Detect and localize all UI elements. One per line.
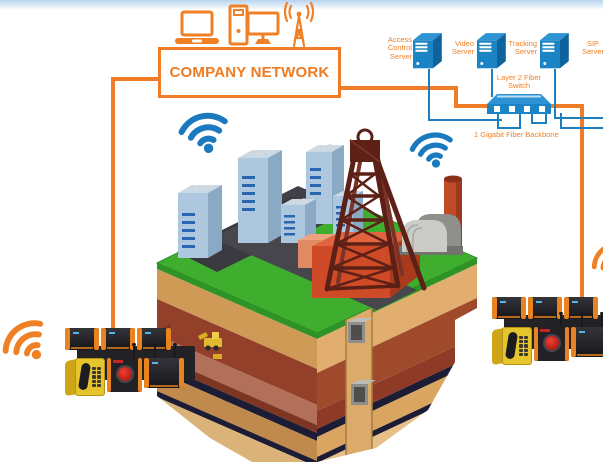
yellow-loader xyxy=(198,332,222,359)
tunnel-opening-icon xyxy=(348,318,373,343)
company-network-title: COMPANY NETWORK xyxy=(169,64,330,81)
underground-equipment-left xyxy=(65,328,215,406)
wireless-node-icon xyxy=(571,312,603,357)
radio-tower-icon xyxy=(283,2,315,48)
mine-shaft xyxy=(345,306,376,462)
backbone-label: 1 Gigabit Fiber Backbone xyxy=(474,130,559,139)
wireless-node-icon xyxy=(101,328,135,350)
server-cable xyxy=(491,69,493,97)
server-cable xyxy=(428,69,430,120)
strata-left-face xyxy=(157,263,317,462)
server-cable xyxy=(428,119,502,121)
server-label-sip: SIP Server xyxy=(581,39,603,57)
server-cable xyxy=(560,113,562,128)
server-cable xyxy=(554,69,556,118)
switch-port-cable xyxy=(497,113,499,128)
mine-headframe-tower xyxy=(324,128,427,292)
top-gradient-band xyxy=(0,0,603,10)
wireless-node-icon xyxy=(492,297,526,319)
server-icon-access-control xyxy=(413,33,442,69)
switch-port-cable xyxy=(531,122,547,124)
server-label-tracking: Tracking Server xyxy=(508,39,537,57)
switch-port-cable xyxy=(497,127,521,129)
quonset-hut xyxy=(399,214,463,255)
mine-phone-icon xyxy=(492,327,532,366)
emergency-stop-station-icon xyxy=(107,343,142,392)
underground-equipment-right xyxy=(492,297,603,375)
emergency-stop-station-icon xyxy=(534,312,569,361)
fiber-line-right-vertical xyxy=(580,104,584,300)
server-cable xyxy=(560,127,603,129)
wireless-node-icon xyxy=(65,328,99,350)
mine-phone-icon xyxy=(65,358,105,397)
fiber-switch-icon xyxy=(487,94,551,114)
fiber-line-left-horizontal xyxy=(113,77,158,81)
fiber-line-right-horizontal-1 xyxy=(341,86,458,90)
wireless-node-icon xyxy=(528,297,562,319)
tunnel-opening-icon xyxy=(351,380,376,405)
switch-label: Layer 2 Fiber Switch xyxy=(496,73,542,91)
server-label-access-control: Access Control Server xyxy=(387,35,412,61)
wireless-node-icon xyxy=(144,343,184,388)
switch-port-cable xyxy=(519,113,521,128)
fiber-line-left-vertical xyxy=(111,77,115,332)
server-icon-tracking xyxy=(540,33,569,69)
server-cable xyxy=(554,117,603,119)
server-label-video: Video Server xyxy=(451,39,474,57)
switch-port-cable xyxy=(545,113,547,123)
company-network-box: COMPANY NETWORK xyxy=(158,47,341,98)
desktop-computer-icon xyxy=(228,4,280,46)
laptop-icon xyxy=(175,10,219,44)
switch-port-cable xyxy=(531,113,533,123)
fiber-line-right-jog xyxy=(454,86,458,108)
